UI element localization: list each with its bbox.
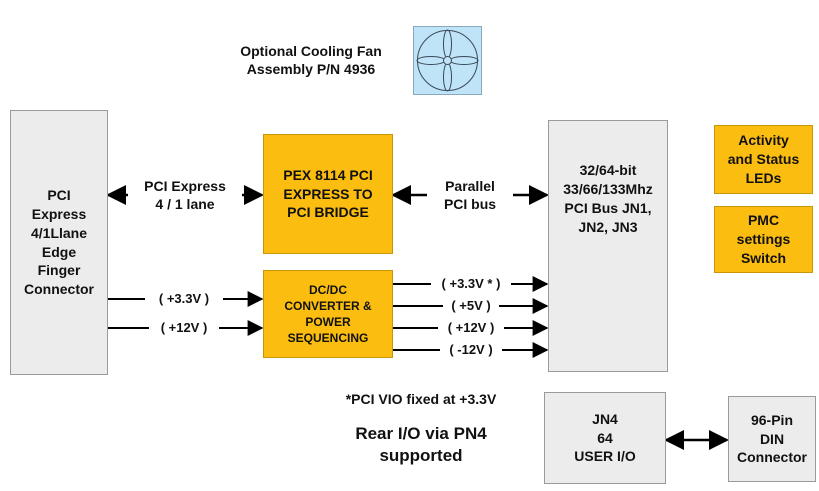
- power-input-label: ( +12V ): [149, 320, 219, 337]
- rear-io-note: Rear I/O via PN4 supported: [355, 424, 487, 466]
- fan-icon: [413, 26, 482, 95]
- power-output-label: ( +5V ): [443, 298, 499, 315]
- dcdc-converter-block: DC/DC CONVERTER & POWER SEQUENCING: [263, 270, 393, 358]
- pci-bus-connector-block: 32/64-bit 33/66/133Mhz PCI Bus JN1, JN2,…: [548, 120, 668, 372]
- pci-express-link-label: PCI Express 4 / 1 lane: [128, 177, 242, 214]
- pci-express-edge-connector: PCI Express 4/1Llane Edge Finger Connect…: [10, 110, 108, 375]
- power-input-label: ( +3.3V ): [145, 291, 223, 308]
- pmc-settings-switch: PMC settings Switch: [714, 206, 813, 273]
- activity-status-leds: Activity and Status LEDs: [714, 125, 813, 194]
- vio-note: *PCI VIO fixed at +3.3V: [345, 391, 497, 407]
- din-96-pin-connector: 96-Pin DIN Connector: [728, 396, 816, 482]
- power-output-label: ( +3.3V * ): [431, 276, 511, 293]
- power-output-label: ( +12V ): [438, 320, 504, 337]
- jn4-user-io-block: JN4 64 USER I/O: [544, 392, 666, 484]
- pex-8114-bridge: PEX 8114 PCI EXPRESS TO PCI BRIDGE: [263, 134, 393, 254]
- parallel-pci-bus-label: Parallel PCI bus: [427, 177, 513, 214]
- cooling-fan-caption: Optional Cooling Fan Assembly P/N 4936: [240, 43, 382, 78]
- power-output-label: ( -12V ): [440, 342, 502, 359]
